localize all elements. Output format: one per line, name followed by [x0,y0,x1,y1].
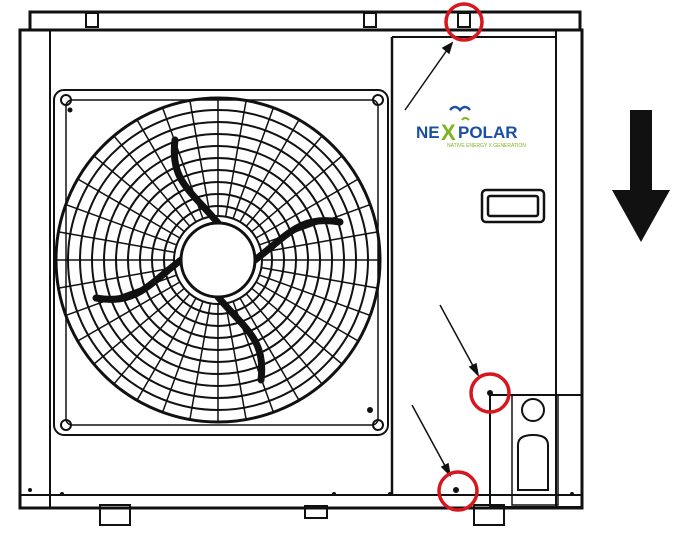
outer-frame [18,28,584,510]
grille-rib [251,155,343,233]
grille-rib [65,203,177,246]
brand-logo: NE X POLAR NATIVE ENERGY X GENERATION [416,105,526,149]
top-screw-right [457,12,471,28]
grille-rib [239,297,300,401]
top-screws [85,12,471,28]
left-foot [99,504,131,526]
fan-blade [170,136,222,227]
grille-rib [93,155,185,233]
fan-hub [179,221,257,299]
highlight-circles [437,2,511,512]
grille-rib [136,297,197,401]
panel-screws [28,107,574,496]
middle-screw [487,390,493,396]
grille-rib [113,135,191,227]
fan-blade [214,293,266,384]
pointer-arrows [404,41,480,478]
grille-rib [255,178,359,239]
brand-name-suffix: POLAR [458,123,518,142]
side-handle [480,188,546,224]
center-foot [304,505,328,519]
highlight-circle-top-screw [444,2,484,42]
unit-casing [18,10,584,510]
top-screw-left [85,12,99,28]
bird-icon [449,105,471,121]
bottom-screw [453,487,459,493]
brand-name-x: X [441,120,456,145]
grille-rib [58,231,175,254]
fan-blade [92,256,185,303]
fan-grille [54,96,382,424]
grille-rib [77,281,181,342]
grille-rib [113,293,191,385]
pointer-arrow-middle [439,304,479,376]
highlight-circle-middle-screw [469,372,511,414]
grille-rib [189,100,212,217]
grille-rib [259,274,371,317]
grille-rib [239,119,300,223]
fan-frame-outer [53,89,389,436]
grille-rib [245,135,323,227]
fan-frame [53,89,389,436]
grille-rib [232,107,275,219]
cable-hole [521,398,545,422]
grille-rib [161,301,204,413]
top-lid [28,10,582,30]
grille-rib [261,231,378,254]
connection-box [489,394,583,508]
grille-rib [77,178,181,239]
brand-name-prefix: NE [416,123,440,142]
grille-rib [251,287,343,365]
brand-tagline: NATIVE ENERGY X GENERATION [447,143,526,149]
pointer-arrow-bottom [411,404,451,476]
top-screw-center [363,12,377,28]
grille-rib [189,303,212,420]
fan-blade [251,217,344,264]
grille-rib [136,119,197,223]
highlight-circle-bottom-screw [437,470,479,512]
grille-rib [245,293,323,385]
grille-rib [261,266,378,289]
grille-rib [224,303,247,420]
grille-rib [255,281,359,342]
down-arrow-icon [612,110,670,242]
water-connector [517,433,549,491]
pointer-arrow-top [404,42,453,111]
grille-rib [224,100,247,217]
grille-rib [93,287,185,365]
grille-rib [58,266,175,289]
